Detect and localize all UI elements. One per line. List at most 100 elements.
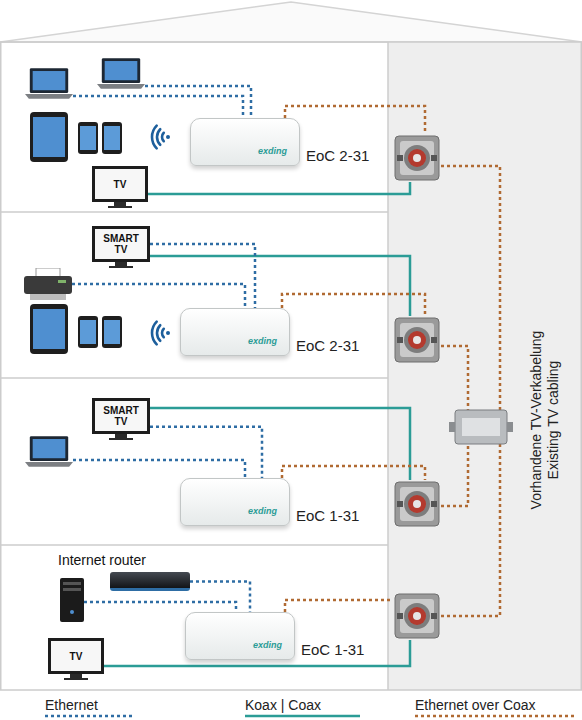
wall-socket [395,136,439,180]
ethernet-cable [145,86,251,118]
tv-stand [70,674,82,678]
pc-tower [63,582,81,585]
brand-logo: exding [258,146,287,156]
eoc-cable [282,106,500,616]
house-outline [0,2,582,42]
wall-socket [395,594,439,638]
eoc-cable [441,166,500,410]
tv-stand [109,438,133,440]
eoc-cable [285,600,393,612]
house-outline [0,211,388,213]
coax-cable [148,182,410,194]
brand-logo: exding [248,506,277,516]
house-outline [0,377,388,379]
house-outline [387,42,389,690]
tablet-icon [102,316,122,348]
tv-stand [115,434,127,438]
eoc-cable [441,444,468,506]
brand-logo: exding [253,640,282,650]
adapter-housing: exding [180,478,290,526]
model-label: EoC 2-31 [296,337,359,354]
laptop-icon [25,58,145,467]
adapter-housing: exding [180,308,290,356]
house-outline [0,544,388,546]
cabling-caption: Existing TV cabling [545,280,562,560]
legend-text: Ethernet [45,697,98,713]
tv-screen-frame: SMART TV [92,226,150,262]
legend-line [245,715,360,718]
eoc-cable [282,294,425,316]
screen-label: TV [114,179,127,190]
screen-label: SMART TV [97,405,145,427]
tv-stand [64,202,133,680]
tablet-icon [78,316,98,348]
tv-stand [114,202,126,206]
eoc-cable [282,466,425,480]
laptop-icon [25,68,73,99]
wifi-icon [152,126,170,149]
eoc-cable [441,444,500,616]
tablet-icon [102,122,122,154]
ethernet-cable [73,96,243,118]
tv-screen-frame: SMART TV [92,398,150,434]
tablet-icon [78,122,98,154]
eoc-adapter: exding EoC 1-31 [180,478,359,526]
printer-icon [24,268,72,300]
ethernet-cable [84,602,236,612]
pc-tower [60,578,84,622]
ethernet-cable [73,460,245,478]
vertical-caption: Vorhandene TV-VerkabelungExisting TV cab… [528,280,562,560]
screen-label: TV [70,651,83,662]
router-box [110,572,190,591]
house-outline [1,42,582,690]
adapter-housing: exding [185,612,295,660]
house-outline [0,2,582,690]
device-label: Internet router [58,552,190,568]
ethernet-link [190,582,250,613]
tv-screen: SMART TV [92,398,150,434]
tv-stand [108,206,132,208]
splitter [455,410,507,444]
model-label: EoC 1-31 [301,641,364,658]
splitter [462,418,500,436]
tablet-icon [30,112,68,162]
legend-line [415,715,577,718]
wall-socket [395,318,439,362]
tv-stand [64,678,88,680]
ethernet-cable [72,284,245,308]
wifi-icon [152,322,170,345]
legend-line [45,715,135,718]
pc-tower [63,588,81,591]
tv-stand [115,262,127,266]
tv-screen-frame: TV [48,638,104,674]
wall-socket [395,136,439,638]
coax-cable [150,256,410,316]
splitter [449,422,455,432]
eoc-cable [441,346,468,410]
eoc-adapter: exdingEoC 2-31 [190,118,369,166]
tv-screen: SMART TV [92,226,150,262]
screen-label: SMART TV [97,233,145,255]
splitter [507,422,513,432]
coax-cable [150,408,410,480]
model-label: EoC 1-31 [296,507,359,524]
printer-icon [24,268,72,300]
ethernet-link [150,244,255,308]
wall-socket [395,482,439,526]
laptop-icon [25,436,73,467]
internet-router: Internet router [58,552,190,591]
tv-screen: TV [48,638,104,674]
eoc-adapter: exding EoC 1-31 [185,612,364,660]
cabling-caption: Vorhandene TV-Verkabelung [528,280,545,560]
tv-stand [109,266,133,268]
tv-screen: TV [92,166,148,202]
legend-text: Koax | Coax [245,697,321,713]
eoc-cable [285,106,425,134]
legend-text: Ethernet over Coax [415,697,536,713]
splitter [449,410,513,444]
tablet-icon [30,304,68,354]
ethernet-link [150,427,262,478]
eoc-adapter: exdingEoC 2-31 [180,308,359,356]
wifi-icon [152,126,170,345]
